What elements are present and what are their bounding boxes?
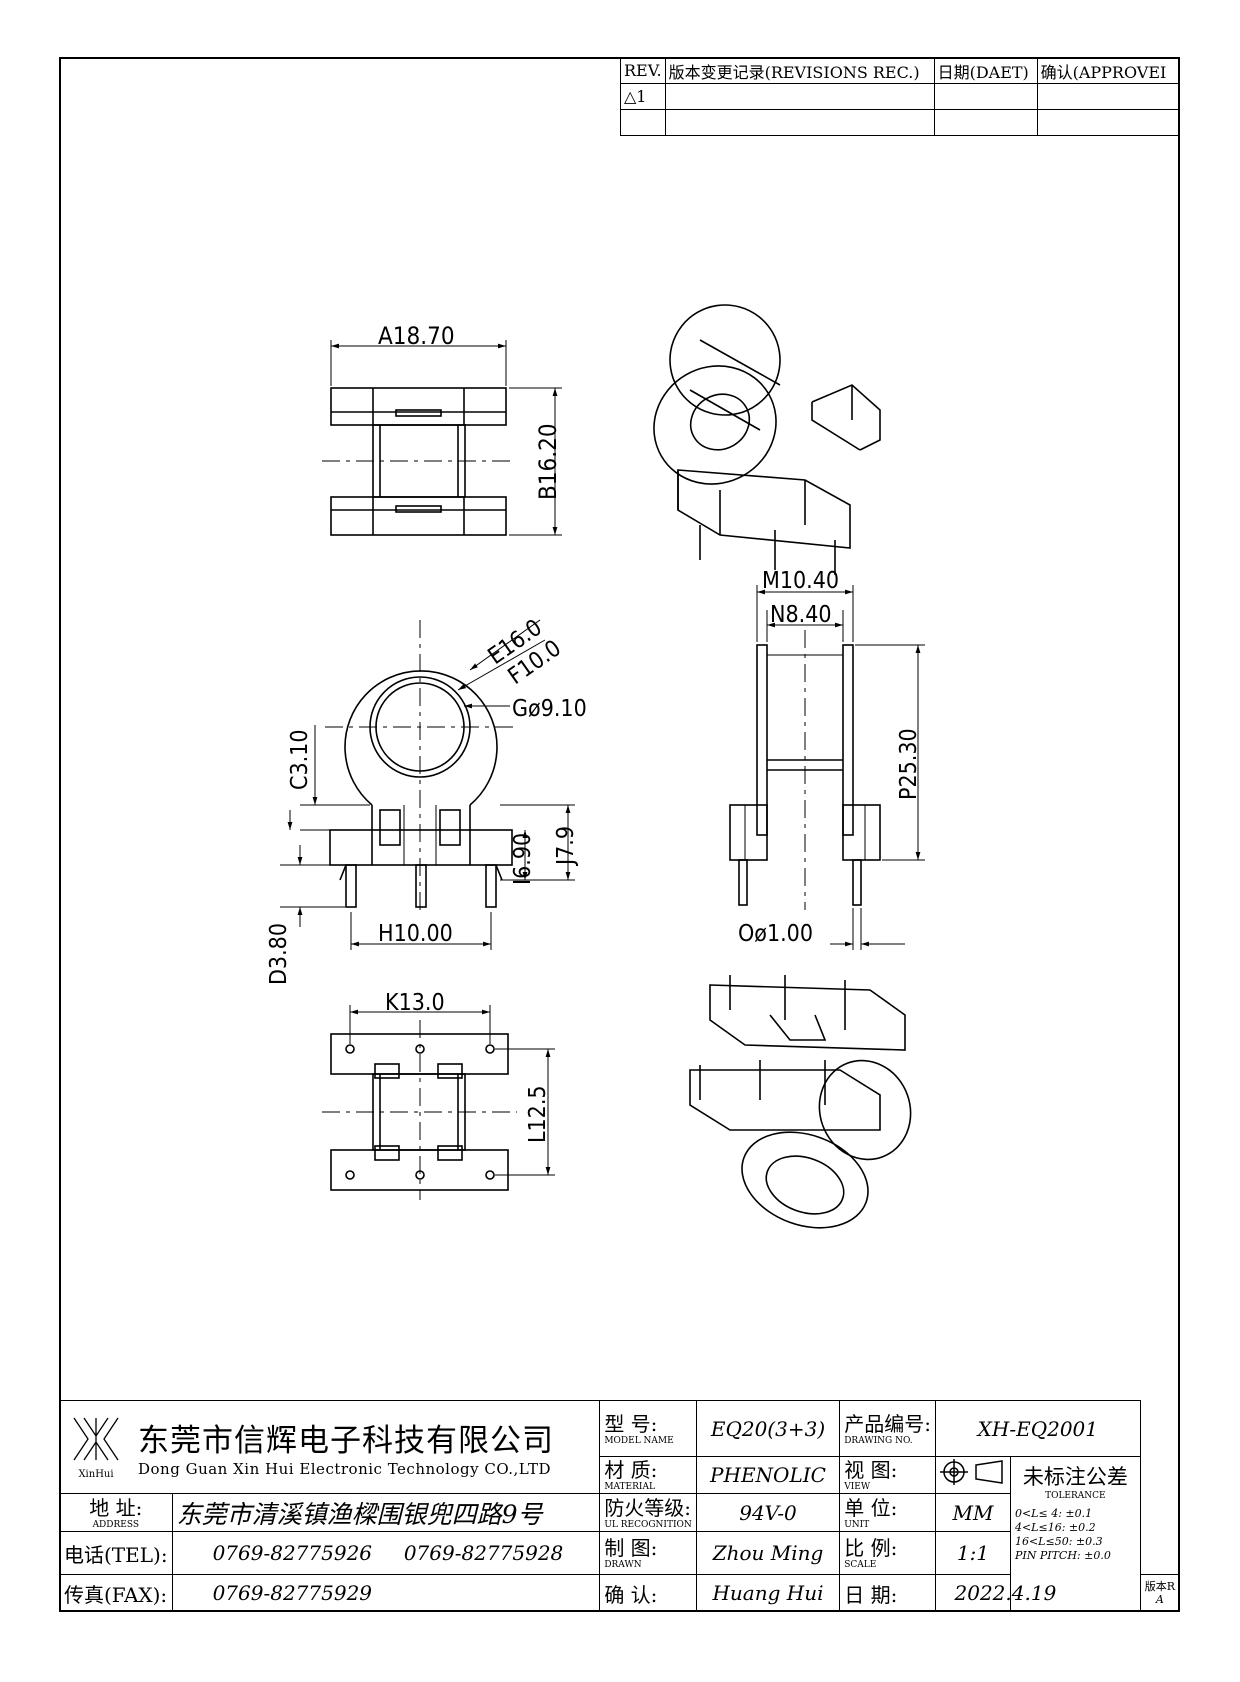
scale-value: 1:1 <box>934 1531 1011 1576</box>
drawing-no-label: 产品编号: <box>844 1411 931 1436</box>
address-label-en: ADDRESS <box>92 1519 140 1530</box>
address-value: 东莞市清溪镇渔樑围银兜四路9号 <box>171 1492 601 1533</box>
projection-icon <box>939 1459 1003 1486</box>
dim-k-label: K13.0 <box>385 990 445 1016</box>
address-label: 地 址: <box>89 1495 143 1520</box>
model-value: EQ20(3+3) <box>695 1399 841 1458</box>
date-label: 日 期: <box>839 1574 936 1612</box>
fax-value: 0769-82775929 <box>171 1574 601 1612</box>
date-value: 2022.4.19 <box>934 1574 1076 1612</box>
dim-m-label: M10.40 <box>762 568 839 594</box>
top-view <box>322 340 562 536</box>
tel-label: 电话(TEL): <box>59 1531 173 1576</box>
version-label: 版本R <box>1144 1580 1175 1594</box>
side-view <box>729 585 925 950</box>
dim-n-label: N8.40 <box>770 602 832 628</box>
view-label: 视 图: <box>844 1457 898 1482</box>
model-label-cell: 型 号:MODEL NAME <box>599 1399 697 1458</box>
front-view <box>280 619 575 950</box>
rev-record-header: 版本变更记录(REVISIONS REC.) <box>664 57 935 84</box>
unit-label-en: UNIT <box>844 1519 870 1530</box>
scale-label: 比 例: <box>844 1536 898 1561</box>
tolerance-line: 16<L≤50: ±0.3 <box>1014 1535 1103 1549</box>
drawn-label: 制 图: <box>604 1536 658 1561</box>
dim-c-label: C3.10 <box>287 729 313 790</box>
dim-g-label: Gø9.10 <box>512 696 587 722</box>
model-label-en: MODEL NAME <box>604 1435 674 1446</box>
drawing-no-value: XH-EQ2001 <box>934 1399 1141 1458</box>
bottom-view <box>322 1005 555 1200</box>
model-label: 型 号: <box>604 1411 658 1436</box>
dim-o-label: Oø1.00 <box>738 921 813 947</box>
drawing-no-label-en: DRAWING NO. <box>844 1435 913 1446</box>
company-name-cn: 东莞市信辉电子科技有限公司 <box>138 1423 554 1460</box>
material-label: 材 质: <box>604 1457 658 1482</box>
revision-header-row: REV. 版本变更记录(REVISIONS REC.) 日期(DAET) 确认(… <box>620 57 1181 84</box>
tolerance-line: 4<L≤16: ±0.2 <box>1014 1521 1096 1535</box>
dim-j-label: J7.9 <box>553 826 579 867</box>
address-label-cell: 地 址:ADDRESS <box>59 1492 173 1533</box>
dim-i-label: I6.90 <box>510 833 536 885</box>
ul-label-cell: 防火等级:UL RECOGNITION <box>599 1492 697 1533</box>
tolerance-en: TOLERANCE <box>1045 1491 1106 1502</box>
drawing-no-label-cell: 产品编号:DRAWING NO. <box>839 1399 936 1458</box>
scale-label-en: SCALE <box>844 1560 877 1571</box>
company-name-en: Dong Guan Xin Hui Electronic Technology … <box>138 1460 552 1479</box>
dim-p-label: P25.30 <box>896 728 922 800</box>
isometric-view-top <box>653 304 881 575</box>
tolerance-title: 未标注公差 <box>1022 1465 1128 1490</box>
unit-label: 单 位: <box>844 1495 898 1520</box>
revision-table: REV. 版本变更记录(REVISIONS REC.) 日期(DAET) 确认(… <box>620 57 1181 136</box>
tel-value: 0769-82775926 0769-82775928 <box>171 1531 601 1576</box>
drawn-value: Zhou Ming <box>695 1531 841 1576</box>
tolerance-line: 0<L≤ 4: ±0.1 <box>1014 1507 1093 1521</box>
confirm-value: Huang Hui <box>695 1574 841 1612</box>
ul-label-en: UL RECOGNITION <box>604 1519 692 1530</box>
version-value: A <box>1155 1593 1164 1607</box>
revision-row <box>620 109 1181 136</box>
fax-label: 传真(FAX): <box>59 1574 173 1612</box>
ul-label: 防火等级: <box>604 1495 692 1520</box>
rev-cell <box>664 109 935 136</box>
company-cell: XinHui 东莞市信辉电子科技有限公司 Dong Guan Xin Hui E… <box>58 1400 601 1494</box>
dim-h-label: H10.00 <box>378 921 453 947</box>
title-block: XinHui 东莞市信辉电子科技有限公司 Dong Guan Xin Hui E… <box>58 1399 1181 1612</box>
version-cell: 版本R A <box>1139 1574 1181 1612</box>
dim-a-label: A18.70 <box>378 322 455 350</box>
projection-symbol-cell <box>934 1456 1011 1494</box>
ul-value: 94V-0 <box>695 1492 841 1533</box>
unit-label-cell: 单 位:UNIT <box>839 1492 936 1533</box>
tolerance-cell: 未标注公差 TOLERANCE 0<L≤ 4: ±0.1 4<L≤16: ±0.… <box>1009 1456 1141 1612</box>
view-label-en: VIEW <box>844 1481 871 1492</box>
material-label-en: MATERIAL <box>604 1481 655 1492</box>
drawn-label-cell: 制 图:DRAWN <box>599 1531 697 1576</box>
dim-b-label: B16.20 <box>534 423 562 500</box>
tolerance-line: PIN PITCH: ±0.0 <box>1014 1549 1111 1563</box>
dim-l-label: L12.5 <box>525 1085 551 1143</box>
view-label-cell: 视 图:VIEW <box>839 1456 936 1494</box>
drawn-label-en: DRAWN <box>604 1560 642 1571</box>
scale-label-cell: 比 例:SCALE <box>839 1531 936 1576</box>
material-value: PHENOLIC <box>695 1456 841 1494</box>
logo-text: XinHui <box>78 1468 114 1480</box>
dim-d-label: D3.80 <box>266 923 292 985</box>
material-label-cell: 材 质:MATERIAL <box>599 1456 697 1494</box>
confirm-label: 确 认: <box>599 1574 697 1612</box>
rev-cell <box>933 109 1038 136</box>
isometric-view-bottom <box>689 975 912 1229</box>
unit-value: MM <box>934 1492 1011 1533</box>
rev-cell <box>1036 109 1181 136</box>
company-logo: XinHui <box>64 1414 128 1480</box>
